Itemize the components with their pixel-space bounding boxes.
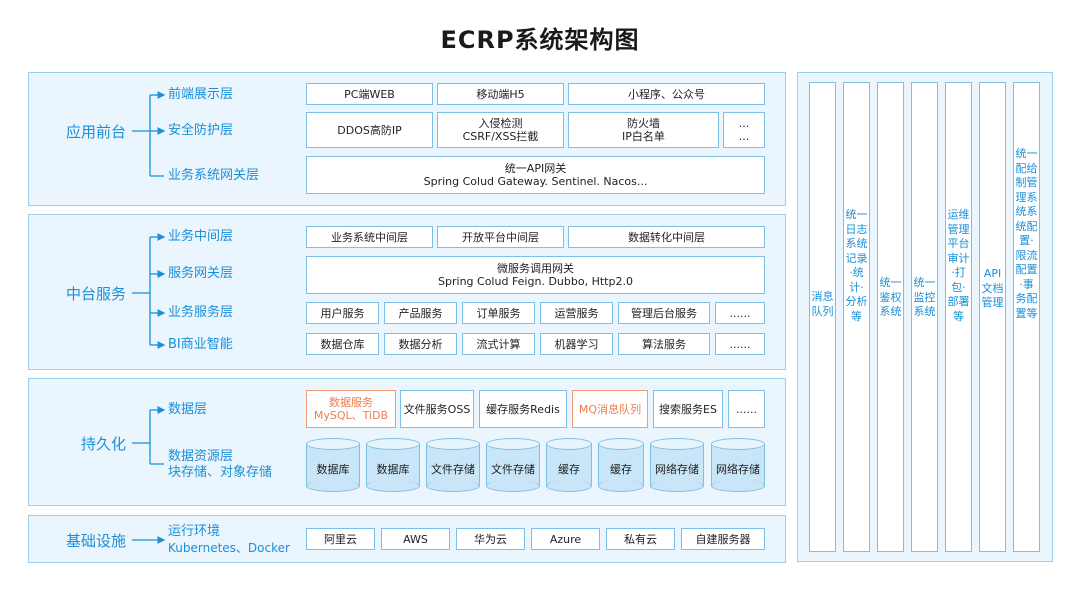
box-self-hosted: 自建服务器 [681, 528, 765, 550]
box-redis: 缓存服务Redis [479, 390, 567, 428]
box-huawei-cloud: 华为云 [456, 528, 525, 550]
layer-label-business-services: 业务服务层 [168, 305, 234, 320]
box-mini-program: 小程序、公众号 [568, 83, 765, 105]
col-config-management: 统一配给制管理系统系统配置·限流配置·事务配置等 [1013, 82, 1040, 552]
box-ddos: DDOS高防IP [306, 112, 433, 148]
storage-label: 缓存 [558, 463, 580, 476]
security-more-line-1: ... [738, 117, 750, 130]
microservice-gateway-line-2: Spring Colud Feign. Dubbo, Http2.0 [438, 275, 633, 288]
box-security-more: ... ... [723, 112, 765, 148]
data-service-line-2: MySQL、TiDB [313, 409, 389, 422]
col-unified-logging: 统一日志系统记录·统计·分析等 [843, 82, 870, 552]
col-api-docs: API文档管理 [979, 82, 1006, 552]
layer-label-gateway: 业务系统网关层 [168, 168, 260, 183]
layer-label-middleware: 业务中间层 [168, 229, 234, 244]
storage-label: 数据库 [316, 463, 350, 476]
api-gateway-line-1: 统一API网关 [504, 162, 567, 175]
col-text-unified-logging: 统一日志系统记录·统计·分析等 [845, 208, 868, 323]
storage-cylinder: 缓存 [598, 438, 644, 492]
box-es: 搜索服务ES [653, 390, 723, 428]
box-aws: AWS [381, 528, 450, 550]
layer-label-security: 安全防护层 [168, 123, 234, 138]
box-mq: MQ消息队列 [572, 390, 648, 428]
box-open-platform-middleware: 开放平台中间层 [437, 226, 564, 248]
intrusion-line-1: 入侵检测 [478, 117, 523, 130]
storage-label: 文件存储 [491, 463, 535, 476]
layer-label-runtime-sub: Kubernetes、Docker [168, 541, 290, 555]
box-operations-service: 运营服务 [540, 302, 613, 324]
box-data-transform-middleware: 数据转化中间层 [568, 226, 765, 248]
box-aliyun: 阿里云 [306, 528, 375, 550]
layer-label-display: 前端展示层 [168, 87, 234, 102]
box-private-cloud: 私有云 [606, 528, 675, 550]
col-text-ops-platform: 运维管理平台审计·打包·部署等 [947, 208, 970, 323]
box-stream-computing: 流式计算 [462, 333, 535, 355]
storage-label: 缓存 [610, 463, 632, 476]
storage-cylinder: 数据库 [366, 438, 420, 492]
box-product-service: 产品服务 [384, 302, 457, 324]
band-name-middle: 中台服务 [66, 285, 127, 303]
storage-cylinder: 缓存 [546, 438, 592, 492]
band-name-app-front: 应用前台 [66, 123, 127, 141]
security-more-line-2: ... [738, 130, 750, 143]
col-text-message-queue: 消息队列 [811, 290, 834, 318]
box-data-warehouse: 数据仓库 [306, 333, 379, 355]
microservice-gateway-line-1: 微服务调用网关 [497, 262, 574, 275]
box-data-service: 数据服务 MySQL、TiDB [306, 390, 396, 428]
box-oss: 文件服务OSS [400, 390, 474, 428]
box-user-service: 用户服务 [306, 302, 379, 324]
band-name-persist: 持久化 [81, 435, 127, 453]
box-order-service: 订单服务 [462, 302, 535, 324]
firewall-line-1: 防火墙 [627, 117, 660, 130]
page-title: ECRP系统架构图 [440, 26, 640, 54]
col-text-unified-monitoring: 统一监控系统 [913, 276, 936, 318]
box-firewall: 防火墙 IP白名单 [568, 112, 719, 148]
storage-cylinder: 文件存储 [426, 438, 480, 492]
box-bi-more: ...... [715, 333, 765, 355]
storage-label: 数据库 [376, 463, 410, 476]
col-unified-monitoring: 统一监控系统 [911, 82, 938, 552]
box-business-middleware: 业务系统中间层 [306, 226, 433, 248]
col-unified-auth: 统一鉴权系统 [877, 82, 904, 552]
layer-label-bi: BI商业智能 [168, 337, 233, 352]
storage-cylinder: 网络存储 [650, 438, 704, 492]
layer-label-resource: 数据资源层 [168, 449, 234, 464]
box-data-more: ...... [728, 390, 765, 428]
storage-label: 网络存储 [716, 463, 760, 476]
box-mobile-h5: 移动端H5 [437, 83, 564, 105]
box-api-gateway: 统一API网关 Spring Colud Gateway. Sentinel. … [306, 156, 765, 194]
layer-label-service-gateway: 服务网关层 [168, 266, 234, 281]
col-text-unified-auth: 统一鉴权系统 [879, 276, 902, 318]
col-message-queue: 消息队列 [809, 82, 836, 552]
col-text-config-management: 统一配给制管理系统系统配置·限流配置·事务配置等 [1015, 147, 1038, 320]
firewall-line-2: IP白名单 [622, 130, 665, 143]
box-services-more: ...... [715, 302, 765, 324]
col-ops-platform: 运维管理平台审计·打包·部署等 [945, 82, 972, 552]
box-intrusion-detection: 入侵检测 CSRF/XSS拦截 [437, 112, 564, 148]
storage-cylinder: 数据库 [306, 438, 360, 492]
box-microservice-gateway: 微服务调用网关 Spring Colud Feign. Dubbo, Http2… [306, 256, 765, 294]
band-name-infra: 基础设施 [66, 532, 127, 550]
layer-label-resource-sub: 块存储、对象存储 [168, 465, 273, 480]
layer-label-runtime: 运行环境 [168, 524, 221, 539]
box-admin-service: 管理后台服务 [618, 302, 710, 324]
box-algorithm-service: 算法服务 [618, 333, 710, 355]
box-data-analysis: 数据分析 [384, 333, 457, 355]
box-pc-web: PC端WEB [306, 83, 433, 105]
storage-label: 文件存储 [431, 463, 475, 476]
layer-label-data: 数据层 [168, 402, 208, 417]
col-text-api-docs: API文档管理 [981, 267, 1004, 309]
storage-label: 网络存储 [655, 463, 699, 476]
intrusion-line-2: CSRF/XSS拦截 [462, 130, 539, 143]
storage-cylinder: 文件存储 [486, 438, 540, 492]
box-machine-learning: 机器学习 [540, 333, 613, 355]
box-azure: Azure [531, 528, 600, 550]
data-service-line-1: 数据服务 [329, 396, 373, 409]
storage-cylinder: 网络存储 [711, 438, 765, 492]
api-gateway-line-2: Spring Colud Gateway. Sentinel. Nacos... [423, 175, 648, 188]
